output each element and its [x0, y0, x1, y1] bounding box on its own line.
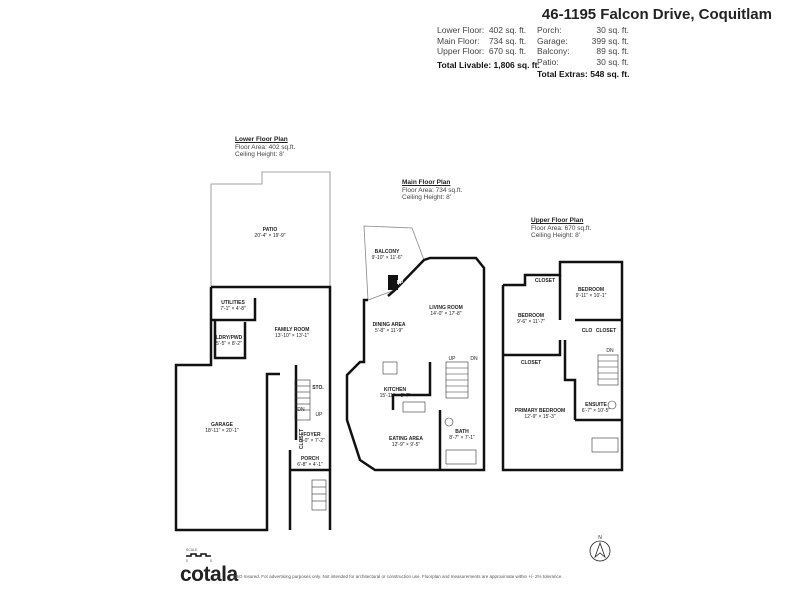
room-closet-3: CLOSET — [520, 360, 542, 366]
upper-plan-title: Upper Floor Plan — [531, 217, 584, 224]
main-plan-header: Main Floor Plan Floor Area: 734 sq.ft. C… — [402, 179, 462, 202]
room-fp: FP — [396, 280, 404, 286]
upper-plan-header: Upper Floor Plan Floor Area: 670 sq.ft. … — [531, 217, 591, 240]
compass-label: N — [598, 535, 602, 541]
scale-max: 5 — [210, 559, 212, 563]
property-address: 46-1195 Falcon Drive, Coquitlam — [541, 6, 772, 23]
scale-min: 0 — [186, 559, 188, 563]
stair-dn-main: DN — [470, 356, 478, 362]
lower-plan-title: Lower Floor Plan — [235, 136, 288, 143]
scale-bar — [186, 553, 211, 557]
unit: sq. ft. — [505, 46, 527, 56]
upper-floor-label: Upper Floor: — [437, 46, 485, 56]
lower-plan-ceiling: Ceiling Height: 8' — [235, 151, 284, 158]
upper-plan-area: Floor Area: 670 sq.ft. — [531, 224, 592, 232]
main-plan-ceiling: Ceiling Height: 8' — [402, 194, 451, 201]
stair-up-lower: UP — [315, 412, 323, 418]
scale-label: SCALE — [186, 548, 198, 552]
porch-value: 30 sq. ft. — [596, 25, 629, 35]
lower-floor-value: 402 — [488, 25, 503, 35]
total-livable: Total Livable: 1,806 sq. ft. — [437, 59, 540, 70]
patio-label: Patio: — [537, 56, 559, 67]
unit: sq. ft. — [505, 35, 527, 46]
garage-label: Garage: — [537, 35, 568, 46]
lower-plan-area: Floor Area: 402 sq.ft. — [235, 143, 296, 151]
room-closet-2: CLOSET — [595, 328, 617, 334]
north-compass — [589, 540, 611, 562]
lower-floor-label: Lower Floor: — [437, 25, 485, 35]
balcony-value: 89 sq. ft. — [596, 46, 629, 56]
total-extras: Total Extras: 548 sq. ft. — [537, 69, 630, 79]
patio-outline — [210, 171, 331, 287]
upper-stairs — [591, 354, 619, 453]
upper-floor-value: 670 — [488, 46, 503, 56]
room-sto: STO. — [312, 385, 324, 391]
unit: sq. ft. — [505, 25, 527, 35]
main-plan-area: Floor Area: 734 sq.ft. — [402, 186, 463, 194]
lower-stairs — [294, 379, 327, 511]
room-closet-1: CLOSET — [534, 278, 556, 284]
main-floor-walls — [345, 256, 486, 472]
porch-label: Porch: — [537, 25, 562, 35]
extra-areas: Porch: 30 sq. ft. Garage: 399 sq. ft. Balc… — [537, 25, 629, 80]
main-floor-value: 734 — [488, 35, 503, 46]
fireplace — [388, 275, 398, 290]
garage-value: 399 sq. ft. — [591, 35, 629, 46]
balcony-label: Balcony: — [537, 46, 570, 56]
main-floor-label: Main Floor: — [437, 35, 480, 46]
main-stairs — [382, 361, 477, 465]
upper-plan-ceiling: Ceiling Height: 8' — [531, 232, 580, 239]
room-clo: CLO — [581, 328, 593, 334]
cotala-logo: cotala — [180, 563, 238, 586]
stair-dn-lower: DN — [297, 407, 305, 413]
stair-up-main: UP — [448, 356, 456, 362]
livable-areas: Lower Floor:402 sq. ft. Main Floor: 734 s… — [437, 25, 540, 70]
stair-dn-upper: DN — [606, 348, 614, 354]
disclaimer: E&O Insured. For advertising purposes on… — [233, 574, 563, 579]
lower-plan-header: Lower Floor Plan Floor Area: 402 sq.ft. … — [235, 136, 295, 159]
patio-value: 30 sq. ft. — [596, 56, 629, 67]
upper-floor-walls — [501, 260, 624, 472]
main-plan-title: Main Floor Plan — [402, 179, 451, 186]
lower-floor-walls — [174, 285, 332, 532]
